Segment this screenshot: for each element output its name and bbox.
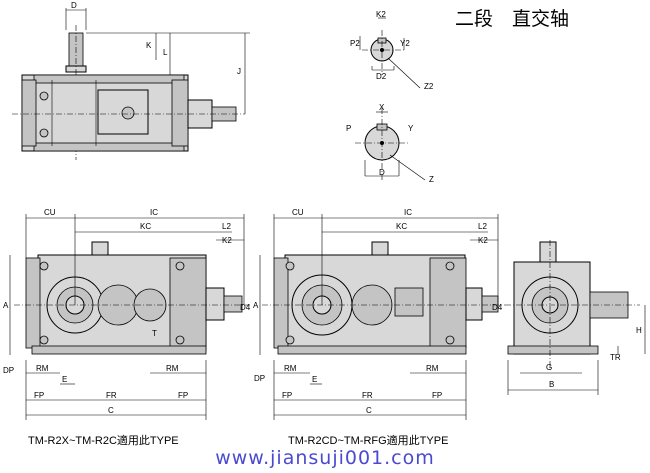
dim-label-k: K (146, 41, 152, 50)
dim-label-fr-left: FR (106, 391, 117, 400)
dim-label-a-left: A (3, 301, 9, 310)
dim-label-z: Z (429, 175, 434, 184)
caption-middle-type: TM-R2CD~TM-RFG適用此TYPE (288, 435, 449, 447)
footer-url: www.jiansuji001.com (215, 447, 435, 469)
dim-label-b: B (549, 380, 554, 389)
dim-label-d2: D2 (376, 72, 387, 81)
dim-label-ic-left: IC (150, 208, 158, 217)
dim-label-d: D (71, 1, 77, 10)
middle-elevation (259, 214, 505, 420)
dim-label-fr-mid: FR (362, 391, 373, 400)
dim-label-k2-left: K2 (222, 236, 232, 245)
dim-label-g: G (546, 363, 552, 372)
dim-label-e-left: E (62, 375, 67, 384)
dim-label-k2: K2 (376, 10, 386, 19)
right-side-view (505, 240, 646, 395)
dim-label-dp-left: DP (3, 366, 14, 375)
dim-label-d4-left: D4 (240, 303, 251, 312)
dim-label-p2: P2 (350, 39, 360, 48)
dim-label-tr: TR (610, 353, 621, 362)
dim-label-t-left: T (152, 329, 157, 338)
dim-label-fp-left-b: FP (178, 391, 188, 400)
dim-label-c-left: C (108, 406, 114, 415)
dim-label-fp-mid-a: FP (282, 391, 292, 400)
dim-label-y2: Y2 (400, 39, 410, 48)
dim-label-rm-left-a: RM (36, 364, 49, 373)
dim-label-cu-left: CU (44, 208, 56, 217)
top-view (12, 8, 250, 160)
dim-label-x: X (379, 103, 385, 112)
shaft-detail-lower (355, 108, 426, 181)
dim-label-fp-left-a: FP (34, 391, 44, 400)
dim-label-l: L (163, 48, 168, 57)
shaft-detail-upper (359, 17, 421, 89)
dim-label-fp-mid-b: FP (432, 391, 442, 400)
page-title: 二段 直交轴 (455, 8, 570, 30)
dim-label-l2-left: L2 (222, 222, 231, 231)
dim-label-dp-mid: DP (254, 374, 265, 383)
dim-label-k2-mid: K2 (478, 236, 488, 245)
dim-label-p: P (346, 124, 351, 133)
dim-label-e-mid: E (312, 375, 317, 384)
dim-label-j: J (237, 67, 241, 76)
dim-label-a-mid: A (253, 301, 259, 310)
dim-label-rm-left-b: RM (166, 364, 179, 373)
dim-label-rm-mid-b: RM (426, 364, 439, 373)
dim-label-kc-left: KC (140, 222, 151, 231)
left-elevation (9, 214, 250, 420)
caption-left-type: TM-R2X~TM-R2C適用此TYPE (28, 435, 179, 447)
dim-label-z2: Z2 (424, 82, 434, 91)
dim-label-kc-mid: KC (396, 222, 407, 231)
dim-label-d4-mid: D4 (492, 303, 503, 312)
dim-label-ic-mid: IC (404, 208, 412, 217)
dim-label-h: H (636, 326, 642, 335)
dim-label-l2-mid: L2 (478, 222, 487, 231)
dim-label-d-lower: D (379, 168, 385, 177)
dim-label-cu-mid: CU (292, 208, 304, 217)
dim-label-y: Y (408, 124, 414, 133)
dim-label-rm-mid-a: RM (284, 364, 297, 373)
dim-label-c-mid: C (366, 406, 372, 415)
